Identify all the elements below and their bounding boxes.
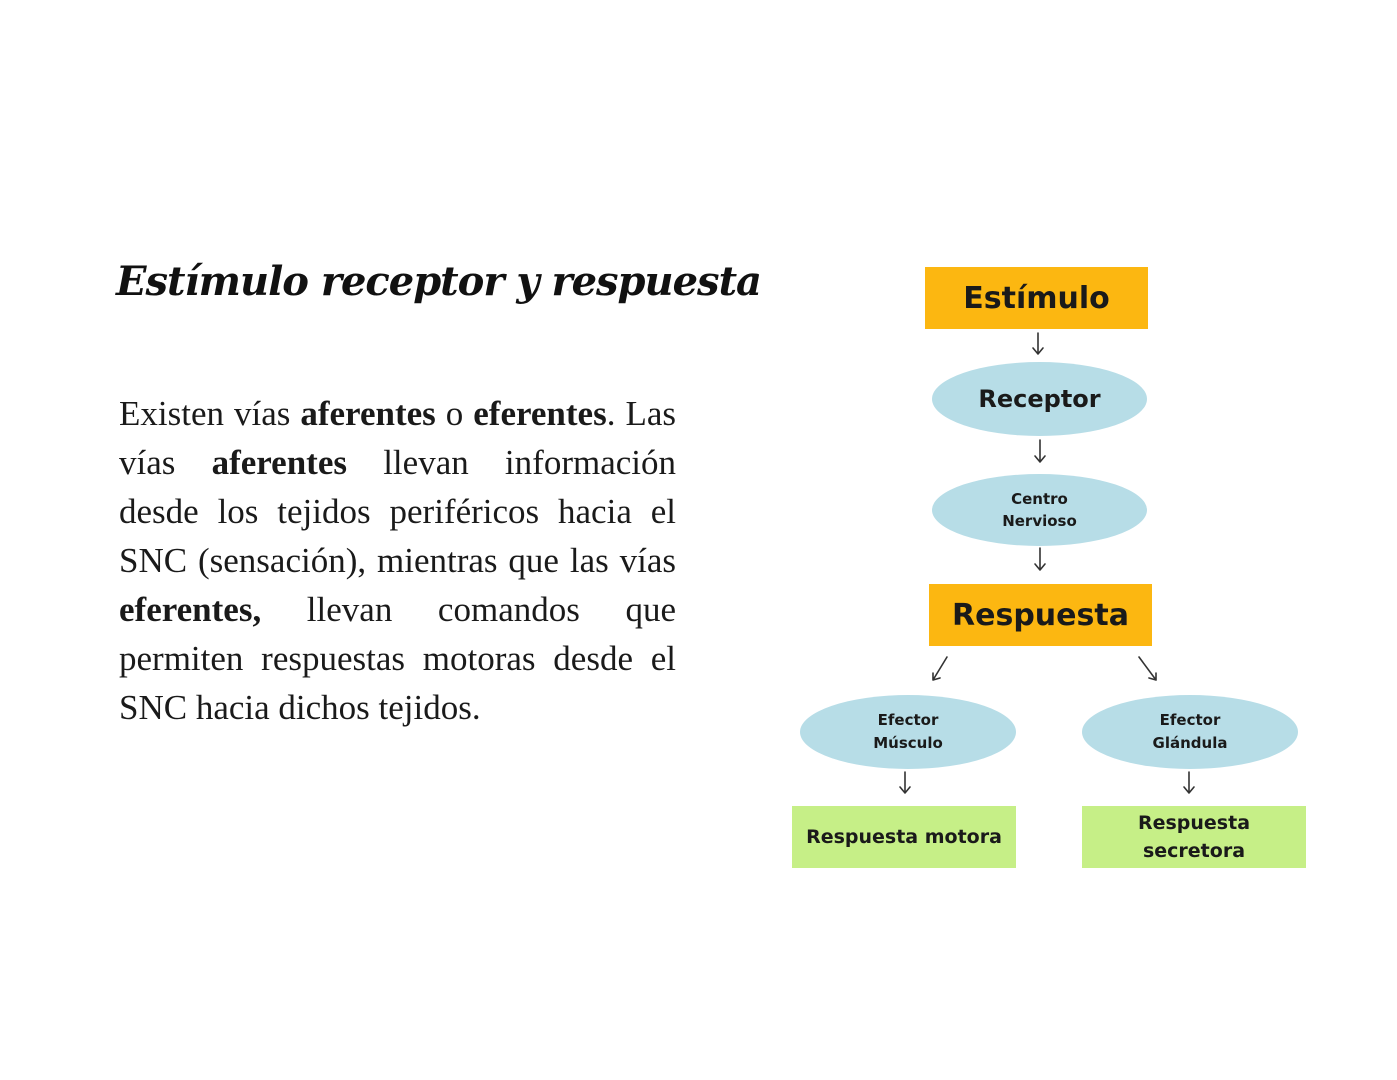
- motor-response-box: Respuesta motora: [792, 806, 1016, 868]
- text-segment: o: [435, 394, 474, 433]
- effector-gland-ellipse: Efector Glándula: [1082, 695, 1298, 769]
- arrow-center-to-response: [1034, 547, 1046, 571]
- bold-term-afferent: aferentes: [300, 394, 436, 433]
- effector-gland-line1: Efector: [1159, 711, 1221, 729]
- text-segment: Existen vías: [119, 394, 301, 433]
- nervous-center-ellipse: Centro Nervioso: [932, 474, 1147, 546]
- text-segment: . Las vías: [119, 394, 676, 482]
- secretory-response-box: Respuesta secretora: [1082, 806, 1306, 868]
- nervous-center-line2: Nervioso: [1002, 512, 1077, 530]
- bold-term-efferent: eferentes: [473, 394, 607, 433]
- effector-muscle-line1: Efector: [877, 711, 939, 729]
- receptor-ellipse: Receptor: [932, 362, 1147, 436]
- arrow-response-to-muscle: [932, 656, 948, 681]
- stimulus-box: Estímulo: [925, 267, 1148, 329]
- nervous-center-line1: Centro: [1011, 490, 1068, 508]
- bold-term-afferent: aferentes: [211, 443, 347, 482]
- body-paragraph: Existen vías aferentes o eferentes. Las …: [119, 389, 676, 732]
- page-title: Estímulo receptor y respuesta: [116, 258, 762, 305]
- arrow-gland-to-secretory: [1183, 771, 1195, 794]
- secretory-response-line1: Respuesta: [1137, 812, 1251, 834]
- bold-term-efferent: eferentes,: [119, 590, 262, 629]
- text-segment: llevan comandos que permiten respuestas …: [119, 590, 676, 727]
- arrow-receptor-to-center: [1034, 439, 1046, 463]
- effector-gland-line2: Glándula: [1152, 734, 1228, 752]
- effector-muscle-ellipse: Efector Músculo: [800, 695, 1016, 769]
- arrow-response-to-gland: [1138, 656, 1157, 681]
- arrow-muscle-to-motor: [899, 771, 911, 794]
- text-segment: llevan información desde los tejidos per…: [119, 443, 676, 580]
- response-box: Respuesta: [929, 584, 1152, 646]
- arrow-stimulus-to-receptor: [1032, 332, 1044, 355]
- secretory-response-line2: secretora: [1142, 840, 1246, 862]
- effector-muscle-line2: Músculo: [873, 734, 943, 752]
